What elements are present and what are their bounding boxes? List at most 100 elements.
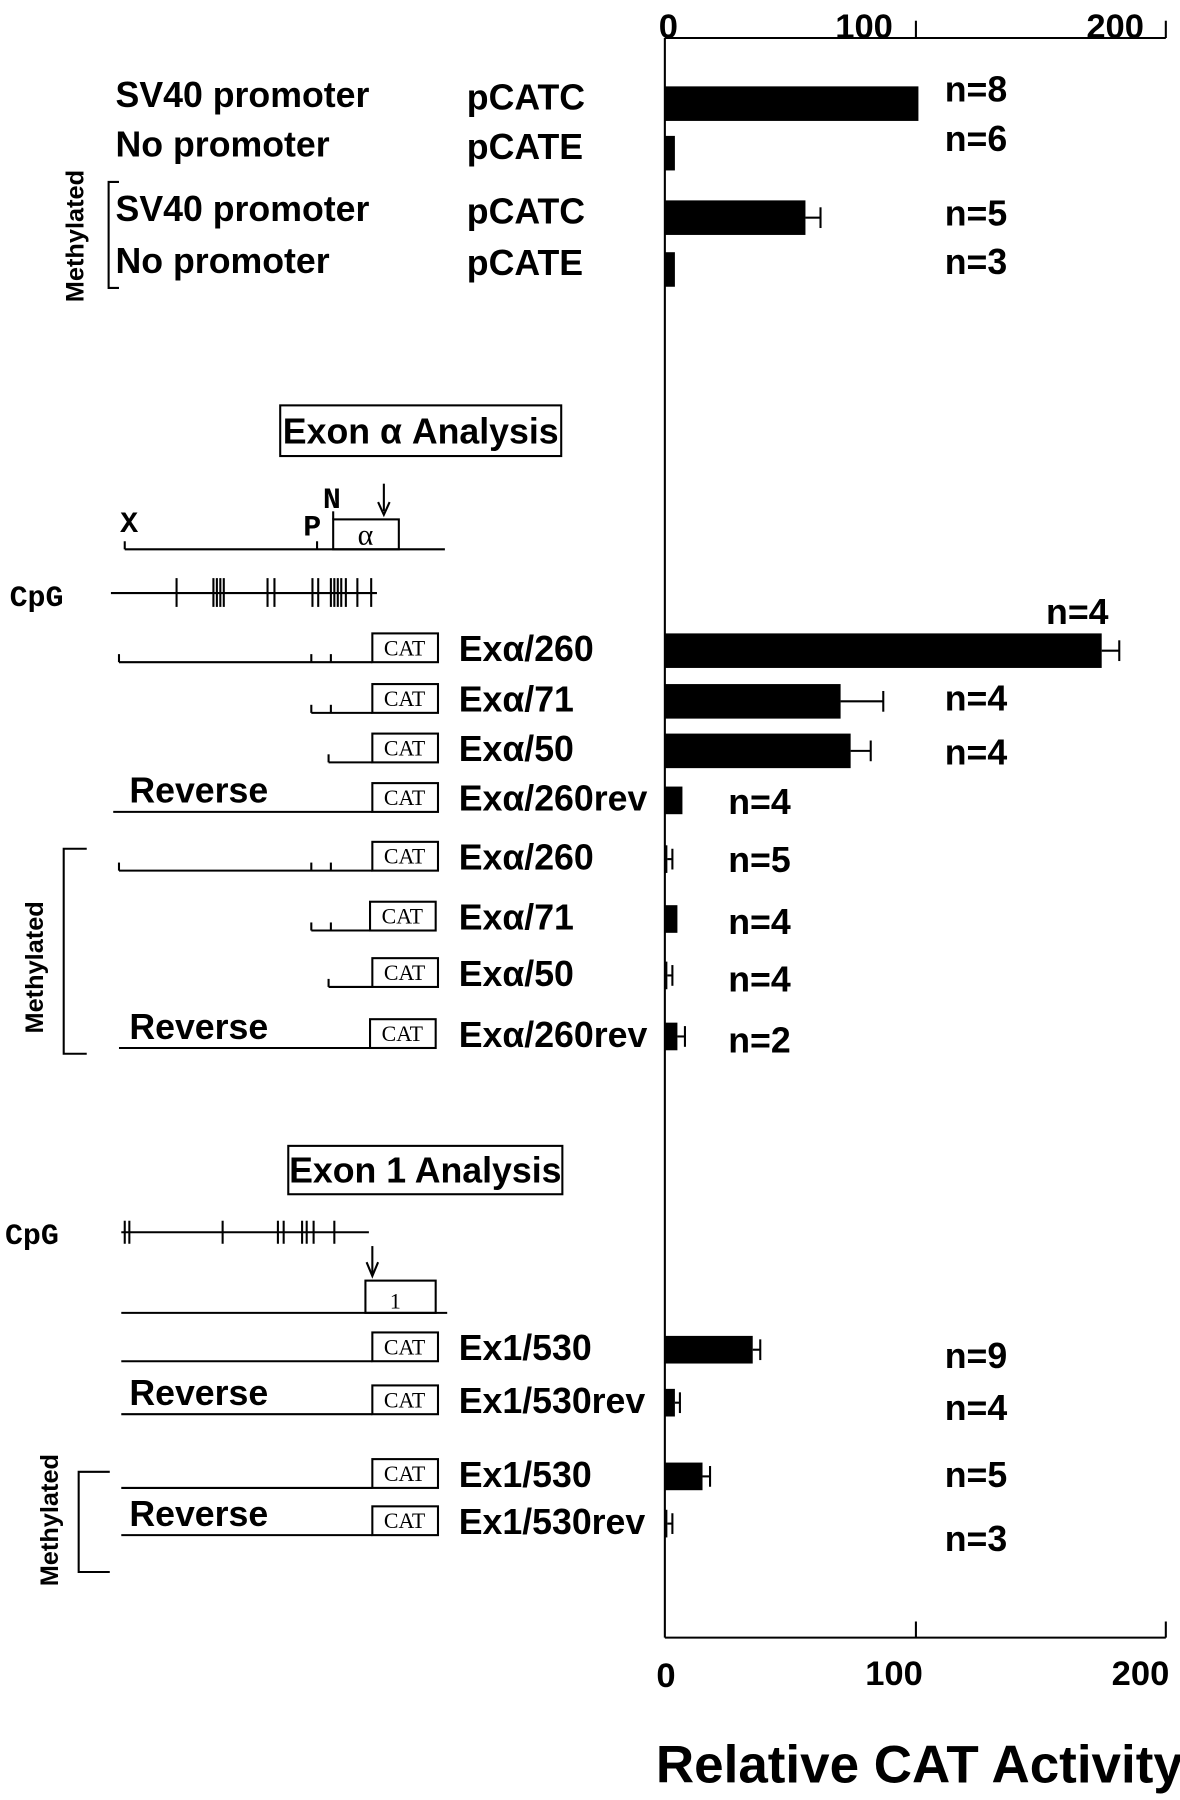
cat-box bbox=[371, 632, 440, 664]
cat-label: CAT bbox=[384, 687, 425, 711]
n-label: n=5 bbox=[945, 194, 1007, 234]
n-label: n=4 bbox=[728, 782, 791, 822]
bottom-tick-label-200: 200 bbox=[1112, 1655, 1170, 1693]
bar bbox=[664, 1335, 753, 1364]
bar bbox=[664, 1462, 703, 1491]
bar-row: n=6 No promoter pCATE bbox=[116, 119, 1007, 171]
cat-label: CAT bbox=[382, 1022, 423, 1046]
construct-label: Ex1/530 bbox=[459, 1328, 592, 1368]
exon1-analysis-title: Exon 1 Analysis bbox=[289, 1151, 561, 1191]
bar bbox=[664, 961, 668, 990]
bar bbox=[664, 135, 675, 171]
construct-label: pCATE bbox=[467, 127, 583, 167]
promoter-label: No promoter bbox=[116, 241, 330, 281]
construct-label: Ex1/530 bbox=[459, 1455, 592, 1495]
construct-label: Exα/260 bbox=[459, 837, 594, 877]
n-label: n=4 bbox=[1046, 592, 1109, 632]
cat-label: CAT bbox=[384, 845, 425, 869]
bar bbox=[664, 1388, 675, 1417]
n-label: n=3 bbox=[945, 242, 1007, 282]
bar-row: n=5 SV40 promoter pCATC bbox=[116, 189, 1007, 235]
construct-label: Ex1/530rev bbox=[459, 1502, 646, 1542]
cat-label: CAT bbox=[384, 1509, 425, 1533]
bar bbox=[664, 786, 683, 815]
exon-alpha-label: α bbox=[358, 519, 374, 552]
construct-label: Exα/71 bbox=[459, 680, 574, 720]
cat-box bbox=[371, 683, 440, 714]
cat-label: CAT bbox=[384, 736, 425, 760]
cat-label: CAT bbox=[384, 961, 425, 985]
bar-row: n=4 Exα/71 CAT bbox=[310, 679, 1008, 720]
construct-label: Exα/260rev bbox=[459, 779, 648, 819]
cat-box bbox=[371, 1331, 440, 1363]
n-label: n=5 bbox=[945, 1455, 1007, 1495]
construct-label: pCATC bbox=[467, 191, 585, 231]
reverse-label: Reverse bbox=[129, 1373, 268, 1413]
methylated-bracket-1 bbox=[107, 180, 119, 289]
site-p-label: P bbox=[303, 511, 321, 545]
bar bbox=[664, 200, 806, 235]
promoter-label: SV40 promoter bbox=[116, 189, 370, 229]
construct-label: pCATC bbox=[467, 77, 585, 117]
bar bbox=[664, 845, 668, 873]
cat-label: CAT bbox=[384, 1388, 425, 1412]
bar bbox=[664, 86, 919, 121]
n-label: n=4 bbox=[728, 960, 791, 1000]
cat-label: CAT bbox=[384, 786, 425, 810]
methylated-label-1: Methylated bbox=[61, 170, 89, 302]
n-label: n=4 bbox=[728, 902, 791, 942]
exon-alpha-analysis-box bbox=[279, 404, 563, 458]
methylated-label-3: Methylated bbox=[36, 1454, 64, 1586]
bar-row: n=5 Exα/260 CAT bbox=[117, 837, 791, 880]
reverse-label: Reverse bbox=[129, 771, 268, 811]
cat-label: CAT bbox=[384, 1335, 425, 1359]
exon1-label: 1 bbox=[390, 1289, 401, 1313]
bottom-tick-label-100: 100 bbox=[865, 1655, 923, 1693]
n-label: n=3 bbox=[945, 1519, 1007, 1559]
cat-label: CAT bbox=[384, 1462, 425, 1486]
top-tick-label-0: 0 bbox=[659, 8, 678, 46]
n-label: n=5 bbox=[728, 840, 790, 880]
site-x-label: X bbox=[120, 507, 138, 541]
reverse-label: Reverse bbox=[129, 1007, 268, 1047]
bar-row: n=4 Exα/50 CAT bbox=[327, 954, 791, 1000]
construct-label: Exα/50 bbox=[459, 729, 574, 769]
methylated-bracket-3 bbox=[77, 1470, 110, 1574]
n-label: n=9 bbox=[945, 1336, 1007, 1376]
bar bbox=[664, 1022, 678, 1051]
construct-label: Exα/50 bbox=[459, 954, 574, 994]
cpg-label-exon1: CpG bbox=[5, 1219, 59, 1253]
exon1-map bbox=[121, 1246, 448, 1314]
n-label: n=4 bbox=[945, 679, 1008, 719]
cat-box bbox=[371, 1458, 440, 1489]
cat-box bbox=[369, 900, 437, 932]
promoter-label: No promoter bbox=[116, 125, 330, 165]
cat-box bbox=[371, 840, 440, 872]
n-label: n=6 bbox=[945, 119, 1007, 159]
top-tick-label-100: 100 bbox=[835, 8, 893, 46]
bar bbox=[664, 633, 1102, 668]
cpg-label-alpha: CpG bbox=[10, 581, 64, 615]
cat-box bbox=[371, 1505, 440, 1537]
bar bbox=[664, 733, 851, 769]
n-label: n=2 bbox=[728, 1021, 790, 1061]
bar bbox=[664, 1509, 668, 1538]
exon1-analysis-box bbox=[287, 1144, 564, 1196]
bar bbox=[664, 684, 841, 719]
bar-row: n=9 Ex1/530 CAT bbox=[121, 1328, 1007, 1376]
bottom-tick-label-0: 0 bbox=[656, 1657, 675, 1695]
cat-box bbox=[371, 732, 440, 764]
construct-label: Exα/71 bbox=[459, 897, 574, 937]
x-axis-title: Relative CAT Activity bbox=[656, 1736, 1180, 1795]
cpg-map-exon1 bbox=[121, 1220, 369, 1244]
methylated-label-2: Methylated bbox=[21, 901, 49, 1033]
